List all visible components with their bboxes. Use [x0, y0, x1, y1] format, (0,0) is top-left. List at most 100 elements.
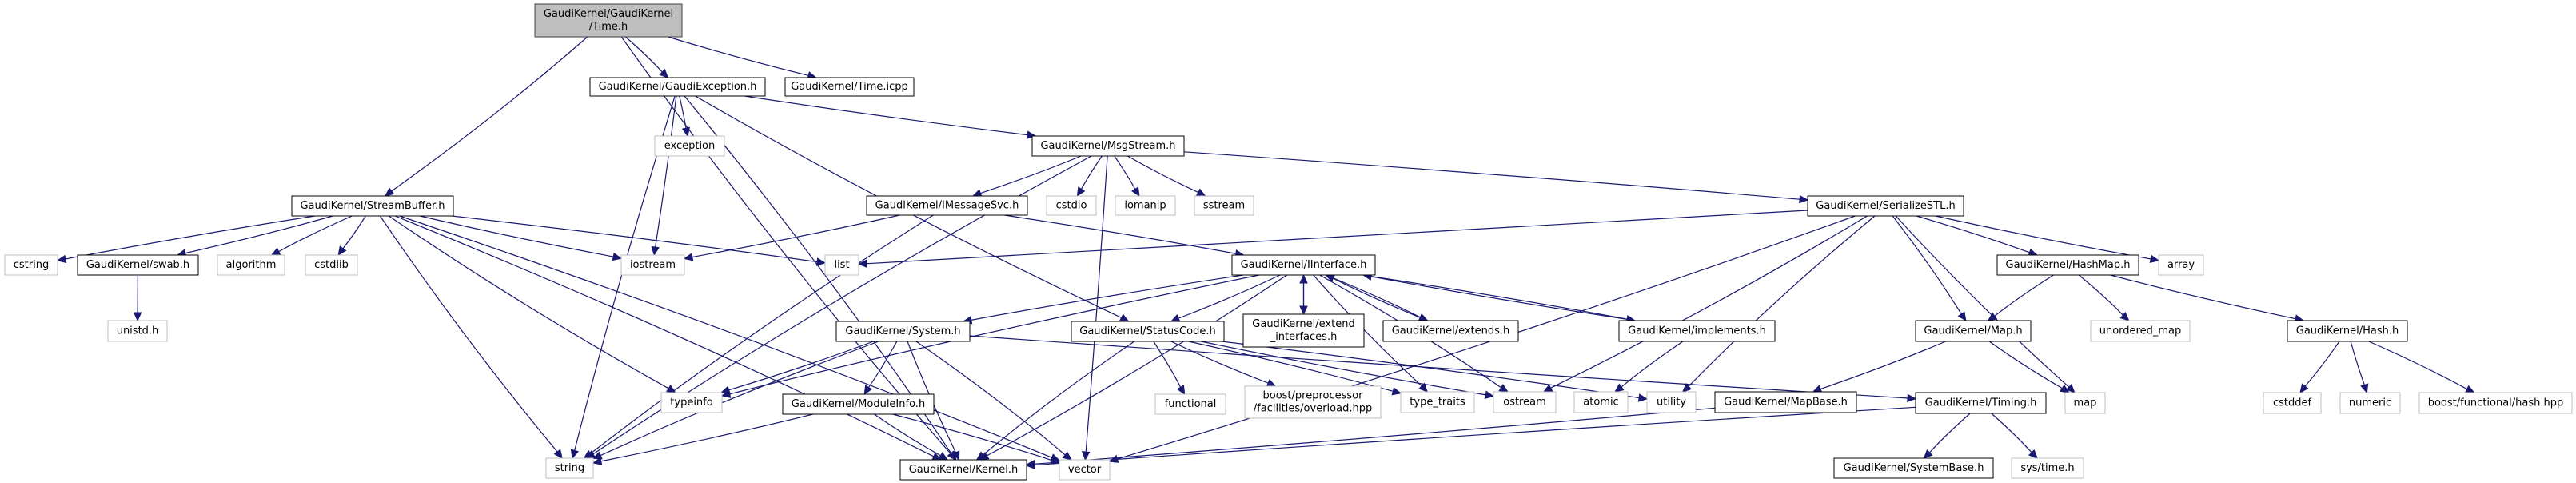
- node-extends[interactable]: GaudiKernel/extends.h: [1382, 320, 1519, 342]
- edge-hash-h-to-numeric: [2350, 341, 2366, 386]
- node-box: [1807, 195, 1964, 217]
- arrowhead-statuscode-to-type-traits: [1391, 387, 1402, 396]
- node-box: [654, 135, 725, 157]
- node-gaudi-exception[interactable]: GaudiKernel/GaudiException.h: [589, 77, 766, 97]
- arrowhead-statuscode-to-functional: [1176, 385, 1186, 396]
- node-time-icpp[interactable]: GaudiKernel/Time.icpp: [784, 77, 915, 97]
- node-label: GaudiKernel/swab.h: [86, 259, 189, 271]
- node-exception: exception: [654, 135, 725, 157]
- node-cstring: cstring: [4, 254, 58, 276]
- edge-timing-to-kernel: [1033, 406, 1916, 466]
- node-sys-time: sys/time.h: [2011, 457, 2084, 479]
- edge-imessagesvc-to-iostream: [691, 214, 900, 258]
- node-box: [1059, 459, 1111, 481]
- node-list: list: [824, 254, 859, 276]
- node-box: [291, 195, 454, 217]
- arrowhead-iinterface-to-type-traits: [1418, 382, 1429, 393]
- arrowhead-timing-to-kernel: [1025, 461, 1035, 469]
- node-swab[interactable]: GaudiKernel/swab.h: [77, 254, 199, 276]
- edge-gaudi-exception-to-exception: [679, 95, 687, 130]
- node-time-h[interactable]: GaudiKernel/GaudiKernel/Time.h: [534, 3, 683, 38]
- arrowhead-statuscode-to-kernel: [975, 451, 987, 461]
- node-label: GaudiKernel/IMessageSvc.h: [875, 200, 1019, 212]
- node-iinterface[interactable]: GaudiKernel/IInterface.h: [1231, 254, 1376, 276]
- arrowhead-statuscode-to-ostream: [1484, 390, 1495, 399]
- node-boost-hash: boost/functional/hash.hpp: [2418, 392, 2573, 414]
- edge-system-to-string: [600, 341, 879, 457]
- node-systembase[interactable]: GaudiKernel/SystemBase.h: [1833, 457, 1994, 479]
- node-label: functional: [1165, 398, 1217, 410]
- edge-statuscode-to-utility: [1221, 341, 1641, 399]
- edge-streambuffer-to-kernel: [394, 215, 935, 457]
- node-label: GaudiKernel/SystemBase.h: [1844, 462, 1984, 474]
- node-box: [1573, 391, 1629, 413]
- node-hashmap[interactable]: GaudiKernel/HashMap.h: [1996, 254, 2139, 276]
- edge-timing-to-sys-time: [1991, 413, 2033, 454]
- node-hash-h[interactable]: GaudiKernel/Hash.h: [2287, 320, 2408, 342]
- node-serializestl[interactable]: GaudiKernel/SerializeSTL.h: [1807, 195, 1964, 217]
- arrowhead-timing-to-systembase: [1923, 449, 1933, 459]
- node-box: [1244, 385, 1382, 419]
- node-cstddef: cstddef: [2263, 392, 2322, 414]
- node-label: cstdio: [1056, 200, 1087, 212]
- node-label: type_traits: [1410, 397, 1465, 409]
- arrowhead-serializestl-to-array: [2149, 254, 2160, 263]
- node-streambuffer[interactable]: GaudiKernel/StreamBuffer.h: [291, 195, 454, 217]
- node-imessagesvc[interactable]: GaudiKernel/IMessageSvc.h: [866, 195, 1028, 216]
- node-statuscode[interactable]: GaudiKernel/StatusCode.h: [1071, 321, 1225, 342]
- node-mapbase[interactable]: GaudiKernel/MapBase.h: [1714, 391, 1857, 413]
- edge-hash-h-to-cstddef: [2303, 341, 2340, 388]
- node-box: [1996, 254, 2139, 276]
- node-box: [107, 320, 168, 342]
- edge-iinterface-to-implements: [1362, 274, 1629, 321]
- arrowhead-msgstream-to-cstdio: [1076, 186, 1086, 198]
- node-moduleinfo[interactable]: GaudiKernel/ModuleInfo.h: [782, 393, 935, 415]
- arrowhead-serializestl-to-map-h: [1957, 311, 1967, 321]
- arrowhead-gaudi-exception-to-iostream: [651, 245, 660, 257]
- node-label: exception: [664, 140, 716, 152]
- node-label: unistd.h: [117, 325, 159, 337]
- node-unordered-map: unordered_map: [2090, 320, 2191, 342]
- edge-statuscode-to-type-traits: [1188, 341, 1394, 393]
- edge-statuscode-to-ostream: [1200, 341, 1487, 396]
- arrowhead-hashmap-to-unordered-map: [2119, 311, 2130, 321]
- node-box: [1046, 195, 1097, 216]
- node-label: GaudiKernel/IInterface.h: [1241, 259, 1367, 271]
- node-label: GaudiKernel/Time.icpp: [791, 81, 908, 93]
- node-timing[interactable]: GaudiKernel/Timing.h: [1915, 392, 2047, 414]
- node-label: cstring: [14, 259, 49, 271]
- node-array: array: [2158, 254, 2204, 276]
- edge-serializestl-to-array: [1935, 215, 2152, 260]
- node-extend-interfaces[interactable]: GaudiKernel/extend_interfaces.h: [1242, 313, 1365, 348]
- node-map-h[interactable]: GaudiKernel/Map.h: [1915, 320, 2032, 342]
- edge-moduleinfo-to-vector: [892, 413, 1053, 461]
- arrowhead-streambuffer-to-typeinfo: [666, 384, 676, 393]
- edge-msgstream-to-serializestl: [1183, 151, 1801, 200]
- node-string: string: [545, 457, 594, 479]
- arrowhead-streambuffer-to-string: [553, 449, 563, 459]
- node-label: GaudiKernel/HashMap.h: [2006, 259, 2131, 271]
- edge-msgstream-to-iomanip: [1114, 155, 1136, 190]
- node-label: atomic: [1583, 397, 1618, 409]
- node-label: GaudiKernel/GaudiKernel: [544, 8, 673, 20]
- node-box: [1242, 313, 1365, 348]
- arrowhead-imessagesvc-to-iostream: [683, 253, 694, 261]
- node-label: vector: [1068, 464, 1102, 476]
- edge-moduleinfo-to-string: [600, 413, 814, 462]
- node-system[interactable]: GaudiKernel/System.h: [835, 321, 971, 342]
- arrowhead-moduleinfo-to-kernel: [938, 451, 949, 461]
- arrowhead-imessagesvc-to-string: [583, 449, 594, 459]
- node-msgstream[interactable]: GaudiKernel/MsgStream.h: [1031, 135, 1185, 157]
- edge-streambuffer-to-iostream: [420, 215, 615, 257]
- edge-hashmap-to-map-h: [1993, 274, 2054, 317]
- arrowhead-system-to-moduleinfo: [863, 385, 873, 396]
- edge-streambuffer-to-vector: [399, 215, 1053, 459]
- node-box: [1031, 135, 1185, 157]
- node-implements[interactable]: GaudiKernel/implements.h: [1618, 320, 1776, 342]
- edge-streambuffer-to-string: [379, 215, 559, 453]
- edge-moduleinfo-to-kernel: [874, 413, 942, 457]
- node-box: [1646, 391, 1697, 413]
- node-kernel[interactable]: GaudiKernel/Kernel.h: [899, 459, 1027, 481]
- edge-streambuffer-to-swab: [184, 215, 333, 254]
- edge-map-h-to-mapbase: [1820, 341, 1946, 390]
